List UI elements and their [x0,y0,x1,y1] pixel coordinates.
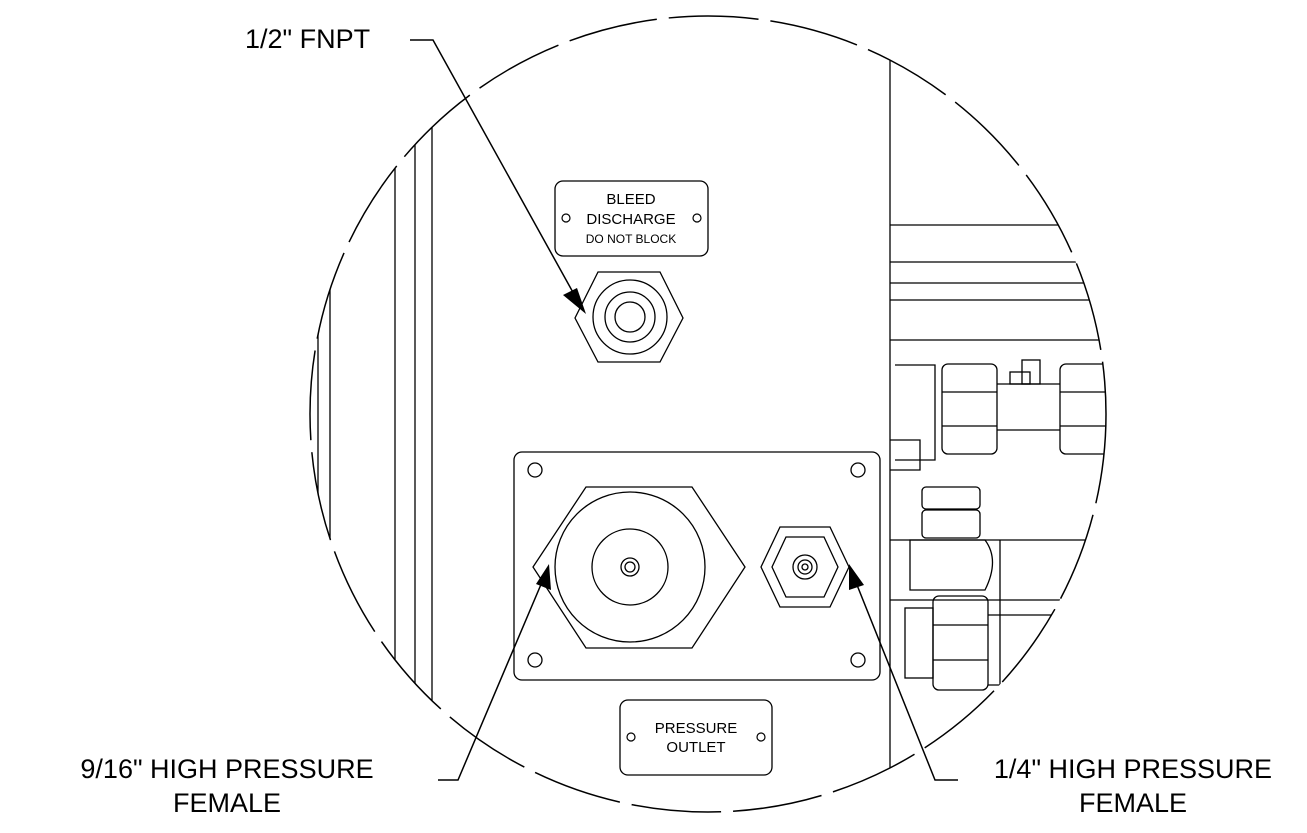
callout-hp-14: 1/4" HIGH PRESSURE FEMALE [968,752,1298,820]
detail-circle-outline [309,15,1107,813]
bleed-plate-line3: DO NOT BLOCK [586,232,676,246]
pressure-plate-line2: OUTLET [666,739,725,756]
callout-hp-916: 9/16" HIGH PRESSURE FEMALE [52,752,402,820]
callout-hp-916-line1: 9/16" HIGH PRESSURE [80,754,374,784]
leader-hp-14 [849,564,958,781]
mount-screw-hole [850,652,866,668]
callout-fnpt: 1/2" FNPT [245,24,371,54]
callout-hp-14-line2: FEMALE [1078,788,1188,818]
outlet-mounting-plate [513,451,881,681]
hp-14-fitting [760,526,850,608]
left-housing-lines [317,16,433,812]
bleed-discharge-plate: BLEED DISCHARGE DO NOT BLOCK [554,180,709,257]
mount-screw-hole [850,462,866,478]
bleed-plate-line2: DISCHARGE [586,211,675,228]
plate-screw-hole [561,213,571,223]
right-piping [890,224,1106,700]
callout-hp-916-line2: FEMALE [172,788,282,818]
pressure-outlet-plate: PRESSURE OUTLET [619,699,773,776]
leader-fnpt [410,39,586,314]
pressure-plate-line1: PRESSURE [655,720,738,737]
mount-screw-hole [527,652,543,668]
leader-hp-916 [438,564,551,781]
plate-screw-hole [626,732,636,742]
plate-screw-hole [756,732,766,742]
bleed-plate-line1: BLEED [606,191,655,208]
mount-screw-hole [527,462,543,478]
fnpt-port-fitting [574,271,684,363]
plate-screw-hole [692,213,702,223]
hp-916-fitting [532,486,746,649]
callout-hp-14-line1: 1/4" HIGH PRESSURE [993,754,1273,784]
